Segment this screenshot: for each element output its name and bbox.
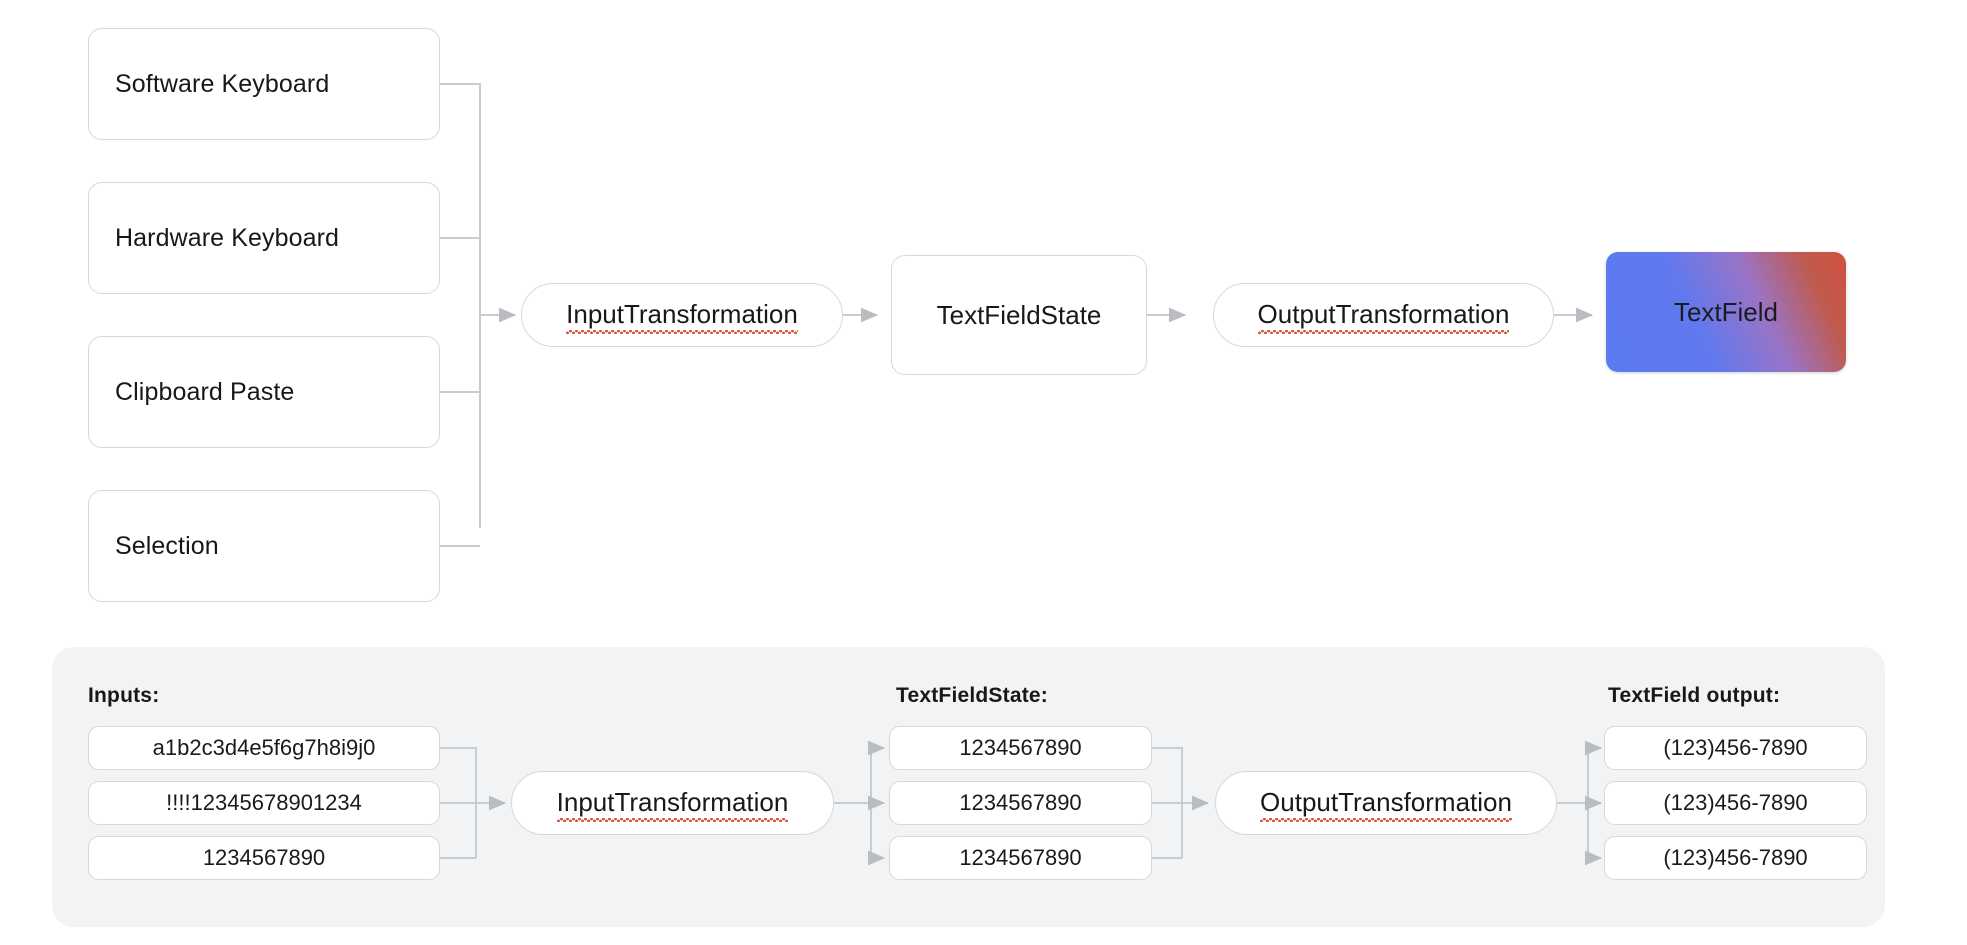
panel-node-label: OutputTransformation: [1260, 787, 1512, 822]
state-value: 1234567890: [959, 735, 1082, 760]
source-label: Hardware Keyboard: [115, 223, 340, 252]
panel-node-label: InputTransformation: [556, 787, 789, 822]
node-input-transformation[interactable]: InputTransformation: [521, 283, 843, 347]
label-textfieldstate: TextFieldState:: [896, 684, 1048, 707]
node-label: InputTransformation: [566, 299, 798, 334]
output-value-box[interactable]: (123)456-7890: [1604, 726, 1867, 770]
state-value-box[interactable]: 1234567890: [889, 781, 1152, 825]
source-box-hardware-keyboard[interactable]: Hardware Keyboard: [88, 182, 440, 294]
node-output-transformation[interactable]: OutputTransformation: [1213, 283, 1554, 347]
output-value: (123)456-7890: [1663, 845, 1808, 870]
input-value: 1234567890: [202, 845, 326, 870]
output-value: (123)456-7890: [1663, 790, 1808, 815]
input-value: !!!!12345678901234: [166, 790, 362, 815]
source-box-clipboard-paste[interactable]: Clipboard Paste: [88, 336, 440, 448]
source-box-software-keyboard[interactable]: Software Keyboard: [88, 28, 440, 140]
state-value: 1234567890: [959, 790, 1082, 815]
input-value: a1b2c3d4e5f6g7h8i9j0: [152, 735, 376, 760]
label-inputs: Inputs:: [88, 684, 160, 707]
node-label: TextField: [1673, 296, 1779, 327]
panel-node-output-transformation[interactable]: OutputTransformation: [1215, 771, 1557, 835]
source-box-selection[interactable]: Selection: [88, 490, 440, 602]
source-label: Software Keyboard: [115, 69, 330, 98]
source-label: Selection: [115, 531, 219, 560]
node-textfieldstate[interactable]: TextFieldState: [891, 255, 1147, 375]
input-value-box[interactable]: 1234567890: [88, 836, 440, 880]
state-value: 1234567890: [959, 845, 1082, 870]
node-label: OutputTransformation: [1257, 299, 1510, 334]
input-value-box[interactable]: !!!!12345678901234: [88, 781, 440, 825]
output-value: (123)456-7890: [1663, 735, 1808, 760]
input-value-box[interactable]: a1b2c3d4e5f6g7h8i9j0: [88, 726, 440, 770]
state-value-box[interactable]: 1234567890: [889, 836, 1152, 880]
node-textfield[interactable]: TextField: [1606, 252, 1846, 372]
panel-node-input-transformation[interactable]: InputTransformation: [511, 771, 834, 835]
node-label: TextFieldState: [936, 299, 1102, 330]
source-label: Clipboard Paste: [115, 377, 295, 406]
output-value-box[interactable]: (123)456-7890: [1604, 781, 1867, 825]
output-value-box[interactable]: (123)456-7890: [1604, 836, 1867, 880]
state-value-box[interactable]: 1234567890: [889, 726, 1152, 770]
label-textfield-output: TextField output:: [1608, 684, 1781, 707]
